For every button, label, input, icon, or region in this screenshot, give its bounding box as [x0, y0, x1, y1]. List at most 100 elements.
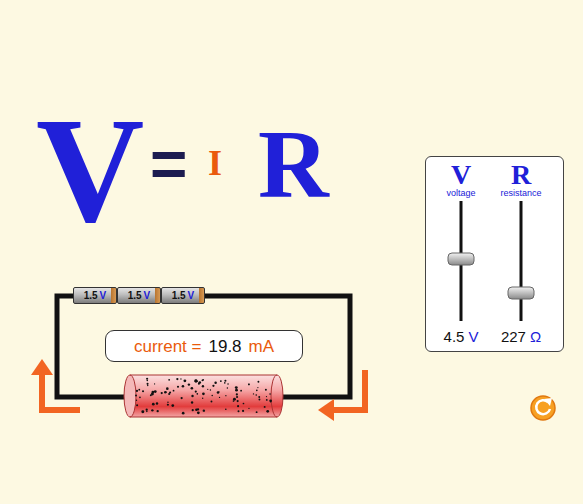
particle	[167, 404, 168, 405]
particle	[269, 393, 271, 395]
particle	[195, 390, 197, 392]
resistor-symbol	[124, 375, 283, 417]
voltage-symbol: V	[451, 161, 471, 189]
particle	[270, 401, 271, 402]
particle	[240, 390, 242, 392]
particle	[156, 402, 158, 404]
particle	[201, 379, 203, 381]
particle	[257, 381, 259, 383]
particle	[217, 391, 220, 394]
resistance-value: 227	[501, 329, 526, 344]
particle	[211, 401, 213, 403]
reset-head	[544, 398, 552, 406]
particle	[182, 385, 185, 388]
battery-voltage: 1.5	[84, 291, 98, 301]
particle	[236, 393, 238, 395]
particle	[243, 403, 245, 405]
slider-graphics	[426, 157, 562, 350]
particle	[146, 378, 148, 380]
particle	[218, 391, 219, 392]
particle	[147, 385, 148, 386]
particle	[147, 383, 149, 385]
particle	[198, 381, 201, 384]
particle	[202, 397, 203, 398]
particle	[269, 400, 272, 403]
current-value: 19.8	[208, 338, 241, 355]
battery-unit: V	[188, 291, 195, 301]
current-arrows	[31, 359, 365, 421]
battery-cell: 1.5V	[161, 287, 205, 304]
particle	[227, 387, 229, 389]
particle	[152, 391, 155, 394]
particle	[225, 408, 227, 410]
particle	[141, 410, 144, 413]
slider-thumb	[508, 287, 534, 299]
resistor-body	[130, 375, 277, 417]
particle	[266, 410, 269, 413]
particle	[203, 409, 205, 411]
particle	[182, 412, 185, 415]
particle	[195, 409, 197, 411]
particle	[181, 397, 183, 399]
battery-voltage: 1.5	[128, 291, 142, 301]
particle	[167, 401, 168, 402]
particle	[138, 389, 140, 391]
particle	[233, 398, 236, 401]
equals-sign: =	[150, 127, 187, 201]
battery-unit: V	[100, 291, 107, 301]
resistance-unit: Ω	[530, 329, 541, 344]
particle	[256, 390, 258, 392]
particle	[248, 383, 249, 384]
battery-cell: 1.5V	[73, 287, 117, 304]
resistor-particles	[135, 378, 272, 415]
particle	[220, 380, 222, 382]
battery-voltage: 1.5	[172, 291, 186, 301]
particle	[139, 396, 141, 398]
particle	[202, 392, 205, 395]
particle	[171, 404, 174, 407]
particle	[202, 379, 204, 381]
particle	[183, 379, 186, 382]
particle	[180, 378, 181, 379]
slider-caption: resistance	[500, 189, 541, 198]
current-label: current =	[134, 338, 202, 355]
current-readout: current = 19.8 mA	[105, 330, 303, 362]
particle	[212, 385, 214, 387]
particle	[265, 389, 267, 391]
particle	[192, 409, 194, 411]
particle	[151, 409, 153, 411]
slider-track	[520, 201, 523, 321]
particle	[188, 383, 190, 385]
particle	[196, 393, 198, 395]
particle	[168, 379, 170, 381]
current-symbol: I	[208, 142, 222, 184]
particle	[177, 386, 179, 388]
arrow-head	[31, 359, 53, 375]
particle	[224, 380, 226, 382]
particle	[173, 390, 175, 392]
particle	[152, 403, 155, 406]
battery-cell: 1.5V	[117, 287, 161, 304]
particle	[224, 382, 226, 384]
particle	[164, 391, 166, 393]
reset-circle	[531, 396, 555, 420]
particle	[154, 383, 155, 384]
particle	[191, 401, 193, 403]
particle	[150, 394, 152, 396]
particle	[142, 390, 144, 392]
particle	[266, 399, 268, 401]
particle	[147, 380, 149, 382]
particle	[191, 387, 194, 390]
particle	[235, 389, 238, 392]
resistor-end	[124, 375, 136, 417]
particle	[236, 396, 238, 398]
particle	[214, 382, 216, 384]
current-unit: mA	[249, 338, 275, 355]
particle	[237, 400, 239, 402]
particle	[136, 390, 138, 392]
particle	[257, 387, 258, 388]
particle	[238, 410, 240, 412]
voltage-unit: V	[468, 329, 478, 344]
particle	[242, 410, 244, 412]
particle	[227, 383, 229, 385]
